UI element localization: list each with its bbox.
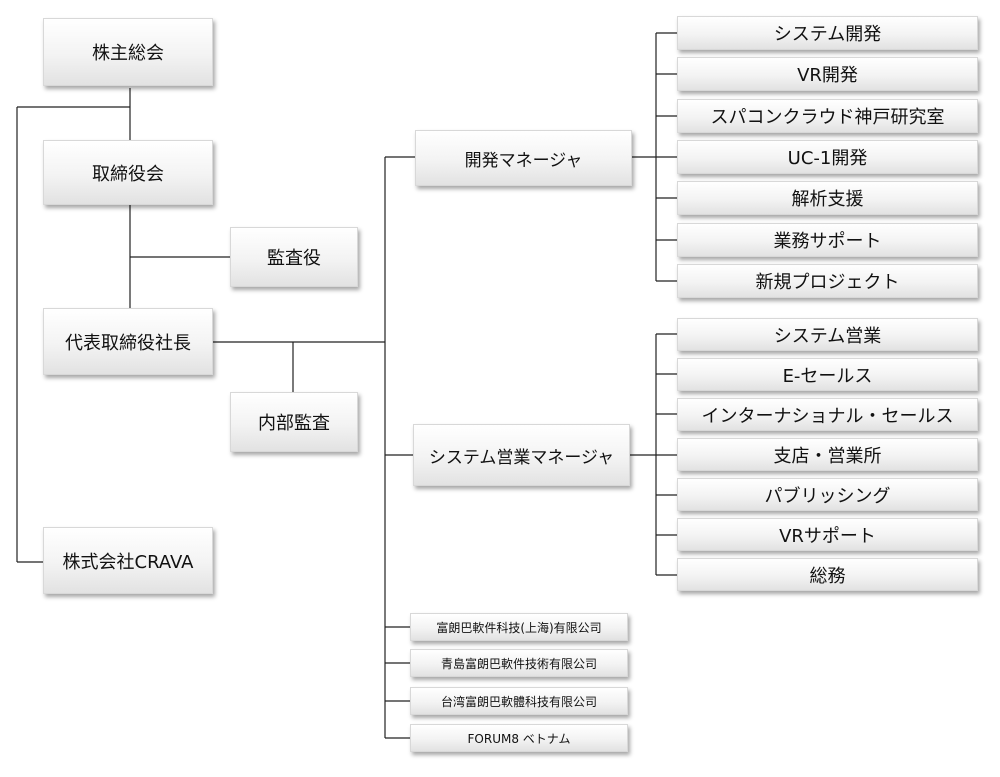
subsidiary-qingdao: 青島富朗巴軟件技術有限公司 <box>410 649 628 677</box>
dev-unit-vr-development: VR開発 <box>677 57 978 91</box>
president-box: 代表取締役社長 <box>43 308 213 375</box>
dev-unit-supercomputer-lab: スパコンクラウド神戸研究室 <box>677 99 978 133</box>
sales-unit-general-affairs: 総務 <box>677 558 978 591</box>
sales-unit-publishing: パブリッシング <box>677 478 978 511</box>
dev-unit-business-support: 業務サポート <box>677 223 978 257</box>
shareholders-meeting-box: 株主総会 <box>43 18 213 86</box>
sales-unit-e-sales: E-セールス <box>677 358 978 391</box>
board-of-directors-box: 取締役会 <box>43 140 213 205</box>
dev-unit-system-development: システム開発 <box>677 16 978 50</box>
subsidiary-shanghai: 富朗巴軟件科技(上海)有限公司 <box>410 613 628 641</box>
sales-unit-international-sales: インターナショナル・セールス <box>677 398 978 431</box>
sales-unit-vr-support: VRサポート <box>677 518 978 551</box>
subsidiary-vietnam: FORUM8 ベトナム <box>410 724 628 752</box>
sales-unit-system-sales: システム営業 <box>677 318 978 351</box>
dev-unit-new-projects: 新規プロジェクト <box>677 264 978 298</box>
internal-audit-box: 内部監査 <box>230 392 358 452</box>
development-manager-box: 開発マネージャ <box>415 130 632 186</box>
subsidiary-taiwan: 台湾富朗巴軟體科技有限公司 <box>410 687 628 715</box>
dev-unit-analysis-support: 解析支援 <box>677 181 978 215</box>
sales-manager-box: システム営業マネージャ <box>413 424 630 486</box>
crava-box: 株式会社CRAVA <box>43 527 213 594</box>
sales-unit-branch-offices: 支店・営業所 <box>677 438 978 471</box>
dev-unit-uc1-development: UC-1開発 <box>677 140 978 174</box>
auditor-box: 監査役 <box>230 227 358 287</box>
